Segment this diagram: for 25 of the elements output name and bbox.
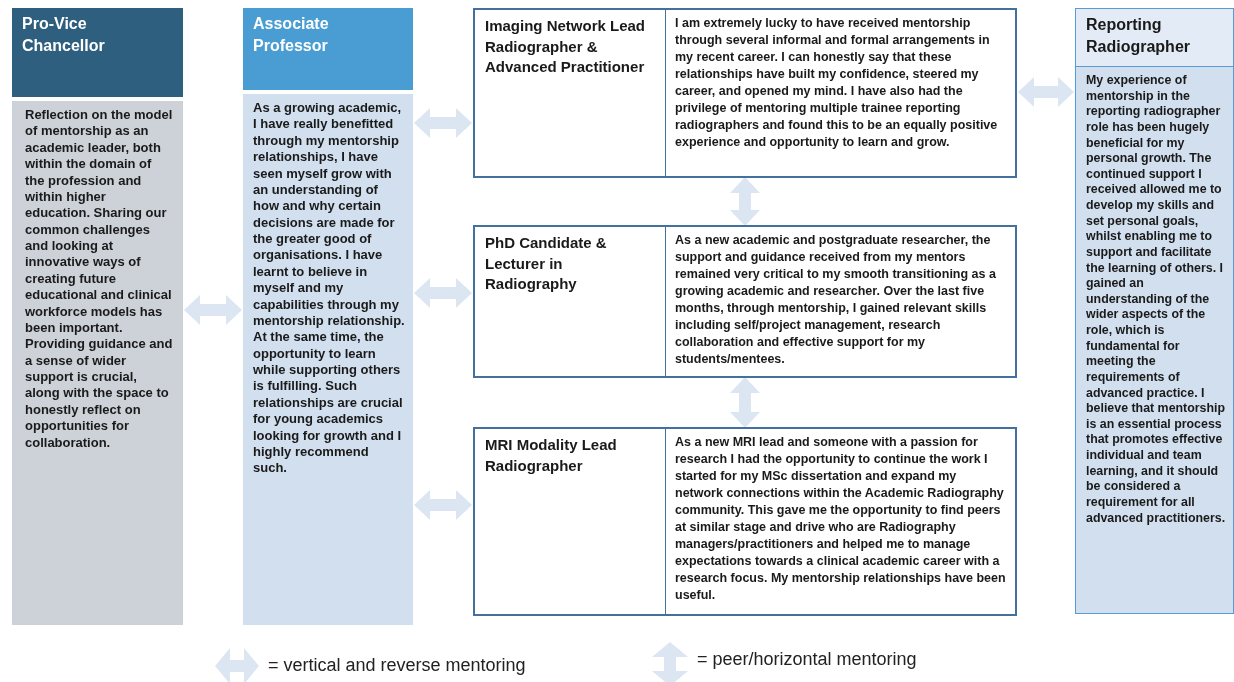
double-arrow	[414, 490, 472, 520]
role-title: PhD Candidate & Lecturer in Radiography	[484, 233, 608, 295]
role-title: Associate Professor	[243, 8, 413, 90]
reflection-text: I am extremely lucky to have received mentorship through several informal and formal arrangements in my recent career. I can honestly say that these relationships have built my confidence, steered my career, and opened my mind. I have also had the privilege of mentoring multiple trainee reporting radiographers and found this to be an equally positive experience and opportunity to learn and grow.	[665, 10, 1015, 176]
double-arrow	[184, 295, 242, 325]
role-title: Reporting Radiographer	[1075, 8, 1234, 67]
role-title: Imaging Network Lead Radiographer & Advanced Practitioner	[484, 16, 647, 78]
double-arrow	[730, 177, 760, 226]
double-arrow	[1018, 77, 1074, 107]
double-arrow	[730, 377, 760, 428]
reflection-text: As a new academic and postgraduate researcher, the support and guidance received from my mentors remained very critical to my smooth transitioning as a growing academic and researcher. Over the last five months, through mentorship, I gained relevant skills including self/project management, research collaboration and effective support for my students/mentees.	[665, 227, 1015, 376]
legend-text: = vertical and reverse mentoring	[268, 655, 526, 676]
reflection-text: My experience of mentorship in the reporting radiographer role has been hugely beneficial for my personal growth. The continued support I received allowed me to develop my skills and set personal goals, whilst enabling me to support and facilitate the learning of others. I gained an understanding of the wider aspects of the role, which is fundamental for meeting the requirements of advanced practice. I believe that mentorship is an essential process that promotes effective individual and team learning, and it should be considered a requirement for all advanced practitioners.	[1075, 67, 1234, 614]
reflection-text: Reflection on the model of mentorship as an academic leader, both within the domain of the profession and within higher education. Sharing our common challenges and looking at innovative ways of creating future educational and clinical workforce models has been important. Providing guidance and a sense of wider support is crucial, along with the space to honestly reflect on opportunities for collaboration.	[12, 101, 183, 625]
double-arrow	[414, 108, 472, 138]
reflection-text: As a new MRI lead and someone with a passion for research I had the opportunity to continue the work I started for my MSc dissertation and expand my network connections within the Academic Radiography community. This gave me the opportunity to find peers at similar stage and drive who are Radiography managers/practitioners and helped me to manage expectations towards a clinical academic career with a research focus. My mentorship relationships have been useful.	[665, 429, 1015, 614]
role-table-row	[473, 427, 1017, 616]
legend-text: = peer/horizontal mentoring	[697, 649, 917, 670]
role-title: MRI Modality Lead Radiographer	[484, 435, 618, 476]
role-title: Pro-Vice Chancellor	[12, 8, 183, 97]
role-table-row	[473, 8, 1017, 178]
double-arrow	[414, 278, 472, 308]
role-column	[12, 8, 183, 625]
role-table-row	[473, 225, 1017, 378]
reflection-text: As a growing academic, I have really benefitted through my mentorship relationships, I have seen myself grow with an understanding of how and why certain decisions are made for the greater good of organisations. I have learnt to believe in myself and my capabilities through my mentorship relationship. At the same time, the opportunity to learn while supporting others is fulfilling. Such relationships are crucial for young academics looking for growth and I highly recommend such.	[243, 94, 413, 625]
